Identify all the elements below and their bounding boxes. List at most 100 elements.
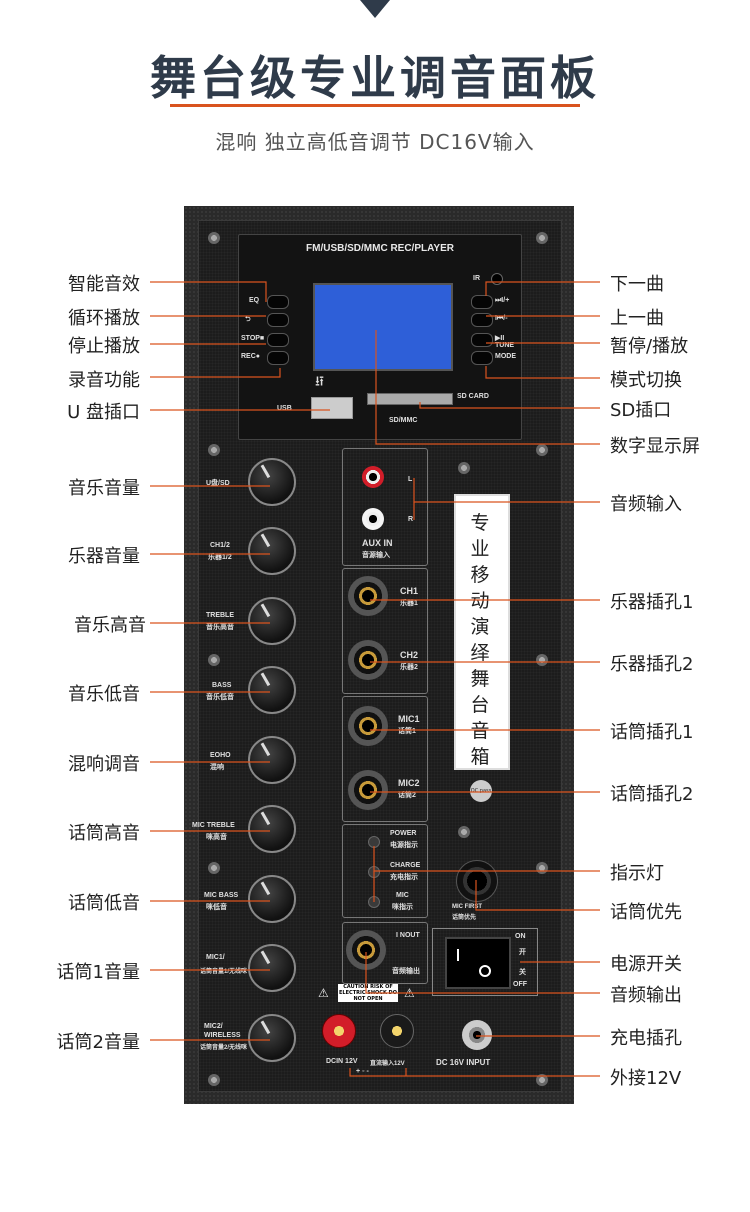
aux-right-jack[interactable] (362, 508, 384, 530)
jack-label: CH1 (400, 586, 419, 596)
mode-button[interactable] (471, 351, 493, 365)
callout-sd-slot: SD插口 (610, 400, 672, 421)
callout-repeat: 循环播放 (68, 308, 140, 329)
vertical-product-label-text: 专业移动演绎舞台音箱 (470, 512, 490, 768)
screw-icon (208, 232, 220, 244)
stop-button[interactable] (267, 333, 289, 347)
music-volume-knob[interactable] (248, 458, 296, 506)
sd-mmc-label: SD/MMC (389, 417, 418, 424)
music-treble-knob[interactable] (248, 597, 296, 645)
screw-icon (208, 444, 220, 456)
screw-icon (458, 826, 470, 838)
screw-icon (208, 862, 220, 874)
callout-stop: 停止播放 (68, 336, 140, 357)
next-track-button[interactable] (471, 295, 493, 309)
aux-in-section (342, 448, 428, 566)
mic-treble-knob[interactable] (248, 805, 296, 853)
instrument-volume-knob[interactable] (248, 527, 296, 575)
callout-prev-track: 上一曲 (610, 308, 664, 329)
knob-label-zh: 话筒音量1/无线咪 (200, 969, 248, 975)
player-right-button-label: I⏮/- (495, 315, 508, 322)
record-button[interactable] (267, 351, 289, 365)
mic1-jack[interactable] (348, 706, 388, 746)
aux-in-label-zh: 音源输入 (362, 552, 390, 559)
callout-smart-eq: 智能音效 (68, 274, 140, 295)
vertical-product-label: 专业移动演绎舞台音箱 (454, 494, 510, 770)
screw-icon (536, 1074, 548, 1086)
lcd-display (313, 283, 453, 371)
mic-jack-section (342, 696, 428, 822)
line-out-section (342, 922, 428, 984)
callout-ch2-jack: 乐器插孔2 (610, 654, 694, 675)
jack-label-zh: 乐器2 (400, 664, 418, 671)
callout-music-treble: 音乐高音 (74, 615, 146, 636)
echo-knob[interactable] (248, 736, 296, 784)
callout-aux-in: 音频输入 (610, 494, 682, 515)
mic-first-label-zh: 话筒优先 (452, 915, 477, 921)
callout-mic1-volume: 话筒1音量 (56, 962, 140, 983)
callout-indicators: 指示灯 (610, 863, 664, 884)
title-underline (170, 104, 580, 107)
music-bass-knob[interactable] (248, 666, 296, 714)
indicator-label-zh: 咪指示 (392, 904, 413, 911)
callout-mode: 模式切换 (610, 370, 682, 391)
aux-left-jack[interactable] (362, 466, 384, 488)
knob-label-zh: 咪低音 (206, 904, 227, 911)
mic-first-label: MIC FIRST (452, 904, 482, 910)
mic1-volume-knob[interactable] (248, 944, 296, 992)
knob-label-zh: 音乐低音 (206, 694, 234, 701)
eq-button[interactable] (267, 295, 289, 309)
line-out-label: I NOUT (396, 932, 420, 939)
knob-label: BASS (212, 682, 232, 689)
dc-in-negative-terminal[interactable] (380, 1014, 414, 1048)
knob-label-zh: 话筒音量2/无线咪 (200, 1045, 248, 1051)
knob-label: EOHO (210, 752, 231, 759)
ch1-jack[interactable] (348, 576, 388, 616)
callout-power-switch: 电源开关 (610, 954, 682, 975)
aux-in-label: AUX IN (362, 538, 393, 548)
callout-lcd-display: 数字显示屏 (610, 436, 700, 457)
knob-label: MIC2/ WIRELESS (204, 1023, 241, 1039)
power-rocker[interactable] (445, 937, 511, 989)
knob-label: MIC1/ (206, 954, 225, 961)
indicator-label-zh: 充电指示 (390, 874, 418, 881)
top-notch (0, 0, 750, 20)
knob-label: MIC TREBLE (192, 822, 235, 829)
mic2-volume-knob[interactable] (248, 1014, 296, 1062)
instrument-jack-section (342, 568, 428, 694)
indicator-label: MIC (396, 892, 409, 899)
jack-label-zh: 乐器1 (400, 600, 418, 607)
mic2-jack[interactable] (348, 770, 388, 810)
callout-mic-bass: 话筒低音 (68, 893, 140, 914)
jack-label: MIC2 (398, 778, 420, 788)
dc-charge-jack[interactable] (462, 1020, 492, 1050)
usb-port[interactable] (311, 397, 353, 419)
repeat-button[interactable] (267, 313, 289, 327)
usb-label: USB (277, 405, 292, 412)
mic-first-button[interactable] (456, 860, 498, 902)
callout-external-12v: 外接12V (610, 1068, 682, 1089)
callout-record: 录音功能 (68, 370, 140, 391)
dc-in-label-zh: 直流输入12V (370, 1061, 405, 1067)
power-on-label: ON (515, 933, 526, 940)
dc-in-positive-terminal[interactable] (322, 1014, 356, 1048)
callout-next-track: 下一曲 (610, 274, 664, 295)
sd-card-slot[interactable] (367, 393, 453, 405)
dc-in-label: DCIN 12V (326, 1058, 358, 1065)
page-title: 舞台级专业调音面板 (150, 51, 600, 105)
power-switch[interactable]: ON 开 关 OFF (432, 928, 538, 996)
usb-icon: ⭿ (315, 374, 325, 390)
callout-music-volume: 音乐音量 (68, 478, 140, 499)
mic-bass-knob[interactable] (248, 875, 296, 923)
aux-right-label: R (408, 516, 414, 523)
ch2-jack[interactable] (348, 640, 388, 680)
callout-mic1-jack: 话筒插孔1 (610, 722, 694, 743)
player-right-button-label: MODE (495, 353, 516, 360)
qc-pass-sticker: QC pass (470, 780, 492, 802)
power-off-label: OFF (513, 981, 527, 988)
ir-label: IR (473, 275, 480, 282)
page-subtitle: 混响 独立高低音调节 DC16V输入 (215, 130, 535, 154)
screw-icon (536, 654, 548, 666)
indicator-label: CHARGE (390, 862, 421, 869)
